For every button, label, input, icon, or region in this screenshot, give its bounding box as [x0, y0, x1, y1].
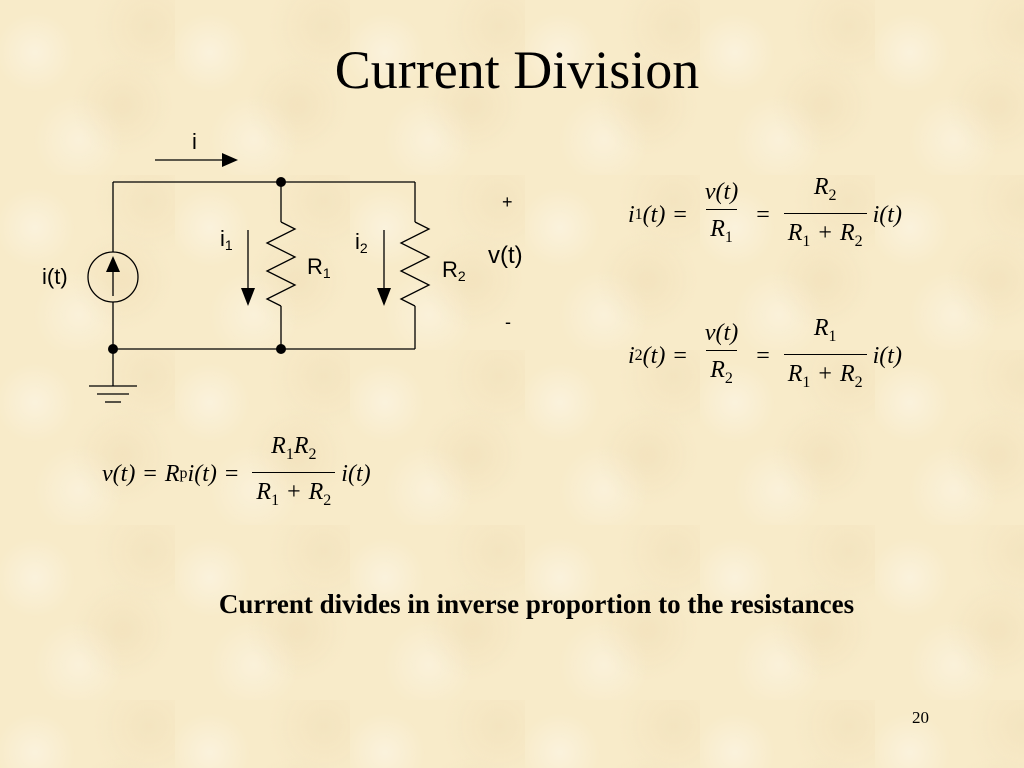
eq-v-num-rb: R	[293, 433, 309, 459]
eq-v-frac-den: R1+R2	[252, 472, 336, 516]
equals-sign: =	[224, 460, 239, 487]
eq-i1-frac2-num: R2	[810, 172, 841, 213]
eq-v-den-ra: R	[256, 479, 272, 505]
eq-i1-frac2-den-ra: R	[787, 220, 803, 246]
eq-v-mid-sub: p	[179, 464, 188, 482]
eq-i2-frac2-den-ra: R	[787, 361, 803, 387]
i1-arrowhead	[241, 288, 255, 306]
plus-sign: +	[818, 361, 832, 387]
r2-label: R2	[442, 258, 466, 288]
equals-sign: =	[673, 342, 687, 369]
eq-i1-lhs-sub: 1	[634, 205, 643, 223]
eq-v-mid-it: i(t)	[187, 460, 217, 487]
r1-subscript: 1	[322, 265, 331, 281]
eq-i1-frac2-num-r: R	[813, 174, 829, 200]
caption-text: Current divides in inverse proportion to…	[218, 589, 855, 619]
eq-i2-frac2-den: R1+R2	[783, 354, 867, 398]
eq-i2-frac1-num: v(t)	[704, 319, 739, 346]
eq-v-frac: R1R2 R1+R2	[252, 431, 336, 516]
eq-v-den-sub-a: 1	[271, 492, 280, 509]
source-label: i(t)	[42, 264, 68, 289]
node-dot	[108, 344, 118, 354]
equals-sign: =	[756, 342, 770, 369]
eq-i2-frac2-den-sub-a: 1	[802, 374, 811, 391]
eq-i2-frac2-num-r: R	[813, 315, 829, 341]
eq-v-den-sub-b: 2	[323, 492, 332, 509]
eq-i1-frac2-den-sub-a: 1	[802, 233, 811, 250]
eq-i2-frac2-num: R1	[810, 313, 841, 354]
plus-sign: +	[818, 220, 832, 246]
equals-sign: =	[756, 201, 770, 228]
node-dot	[276, 177, 286, 187]
i1-subscript: 1	[224, 237, 233, 253]
source-arrowhead	[106, 256, 120, 272]
resistor-r2	[399, 221, 431, 307]
minus-label: -	[505, 312, 511, 332]
voltage-label: v(t)	[488, 242, 523, 269]
eq-i1-frac2-den-sub-b: 2	[854, 233, 863, 250]
eq-i2-t: (t)	[642, 342, 666, 369]
eq-i1-frac2-den-rb: R	[839, 220, 855, 246]
r2-subscript: 2	[457, 268, 466, 284]
eq-i1-frac1-den-sub: 1	[724, 228, 733, 246]
eq-v-num-sub-b: 2	[308, 446, 317, 463]
eq-i1-lhs: i	[628, 201, 635, 228]
i1-label: i1	[220, 227, 233, 257]
eq-v-den-rb: R	[308, 479, 324, 505]
i2-label: i2	[355, 230, 368, 260]
page-title: Current Division	[334, 40, 700, 100]
eq-i2-frac1-den-r: R	[710, 356, 725, 383]
eq-i2-frac1-den: R2	[706, 349, 737, 394]
eq-i2-rhs: i(t)	[872, 342, 902, 369]
eq-i1-frac2-den: R1+R2	[783, 213, 867, 257]
eq-i2-frac2: R1 R1+R2	[783, 313, 867, 398]
eq-i1-rhs: i(t)	[872, 201, 902, 228]
eq-i1-frac1-den: R1	[706, 208, 737, 253]
node-dot	[276, 344, 286, 354]
eq-v-frac-num: R1R2	[267, 431, 320, 472]
eq-v-num-sub-a: 1	[285, 446, 294, 463]
i2-subscript: 2	[359, 240, 368, 256]
branch-current-label: i	[192, 129, 197, 154]
eq-i2-frac1: v(t) R2	[701, 318, 742, 394]
eq-i1-t: (t)	[642, 201, 666, 228]
eq-v-lhs: v(t)	[102, 460, 136, 487]
r2-letter: R	[442, 257, 458, 282]
equals-sign: =	[143, 460, 157, 487]
equals-sign: =	[673, 201, 687, 228]
eq-i1-frac2: R2 R1+R2	[783, 172, 867, 257]
r1-label: R1	[307, 255, 331, 285]
eq-i2-lhs: i	[628, 342, 635, 369]
eq-v-rhs: i(t)	[341, 460, 371, 487]
eq-i2-frac1-den-sub: 2	[724, 369, 733, 387]
current-source	[87, 251, 139, 303]
i2-arrowhead	[377, 288, 391, 306]
plus-sign: +	[287, 479, 301, 505]
eq-i1-frac1-num: v(t)	[704, 178, 739, 205]
eq-i1-frac2-num-sub: 2	[828, 187, 837, 204]
resistor-r1	[265, 221, 297, 307]
page-number: 20	[912, 708, 929, 727]
eq-i2-frac2-den-rb: R	[839, 361, 855, 387]
eq-v-mid-r: R	[164, 460, 180, 487]
r1-letter: R	[307, 254, 323, 279]
eq-v-num-ra: R	[271, 433, 286, 459]
i1-letter: i	[220, 226, 225, 251]
eq-i1-frac1: v(t) R1	[701, 177, 742, 253]
plus-label: +	[502, 192, 513, 212]
eq-i1-frac1-den-r: R	[710, 215, 725, 242]
eq-i2-frac2-den-sub-b: 2	[854, 374, 863, 391]
i2-letter: i	[355, 229, 360, 254]
i-arrowhead	[222, 153, 238, 167]
eq-i2-lhs-sub: 2	[634, 346, 643, 364]
eq-i2-frac2-num-sub: 1	[828, 328, 837, 345]
